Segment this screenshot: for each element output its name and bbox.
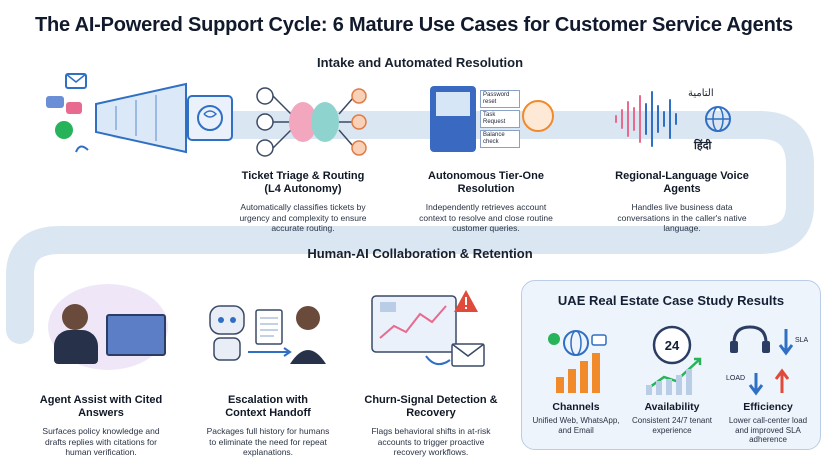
card-agent-assist: Agent Assist with Cited Answers Surfaces… [38, 394, 164, 458]
card-title: Churn-Signal Detection & Recovery [364, 394, 498, 419]
card-churn: Churn-Signal Detection & Recovery Flags … [362, 394, 500, 458]
case-col-description: Lower call-center load and improved SLA … [728, 416, 808, 444]
intake-funnel-icon [46, 73, 233, 154]
card-description: Handles live business data conversations… [617, 202, 747, 233]
case-col-title: Efficiency [743, 401, 793, 413]
monitor-icon [106, 314, 166, 356]
load-label: LOAD [726, 375, 746, 382]
availability-number: 24 [664, 338, 680, 353]
kiosk-note: Balance check [480, 130, 520, 148]
case-study-title: UAE Real Estate Case Study Results [557, 293, 785, 308]
efficiency-headset-icon [730, 325, 794, 396]
triage-brain-icon [256, 87, 367, 157]
card-description: Independently retrieves account context … [419, 202, 553, 233]
case-col-description: Consistent 24/7 tenant experience [631, 416, 713, 435]
card-title: Regional-Language Voice Agents [615, 170, 749, 195]
case-col-title: Channels [552, 401, 600, 413]
case-col-availability: Availability Consistent 24/7 tenant expe… [626, 401, 718, 435]
section-title-intake: Intake and Automated Resolution [316, 55, 524, 70]
card-description: Surfaces policy knowledge and drafts rep… [42, 426, 160, 457]
voice-waveform-icon [615, 91, 731, 147]
robot-icon [522, 100, 554, 132]
page-title: The AI-Powered Support Cycle: 6 Mature U… [35, 14, 793, 36]
card-voice-agents: Regional-Language Voice Agents Handles l… [612, 170, 752, 234]
churn-dashboard-icon [371, 290, 485, 367]
case-col-description: Unified Web, WhatsApp, and Email [532, 416, 620, 435]
case-study-panel: UAE Real Estate Case Study Results 24 SL… [521, 280, 821, 450]
card-title: Autonomous Tier-One Resolution [428, 170, 544, 195]
section-title-collaboration: Human-AI Collaboration & Retention [307, 246, 533, 261]
card-description: Flags behavioral shifts in at-risk accou… [371, 426, 491, 457]
card-escalation: Escalation with Context Handoff Packages… [206, 394, 330, 458]
card-title: Agent Assist with Cited Answers [39, 394, 163, 419]
card-description: Packages full history for humans to elim… [206, 426, 330, 457]
kiosk-illustration: Password reset Task Request Balance chec… [430, 86, 554, 156]
case-col-channels: Channels Unified Web, WhatsApp, and Emai… [530, 401, 622, 435]
card-title: Ticket Triage & Routing (L4 Autonomy) [241, 170, 365, 195]
card-description: Automatically classifies tickets by urge… [239, 202, 367, 233]
agent-assist-illustration [48, 284, 168, 370]
card-tier-one: Autonomous Tier-One Resolution Independe… [418, 170, 554, 234]
kiosk-note: Task Request [480, 110, 520, 128]
kiosk-note: Password reset [480, 90, 520, 108]
availability-clock-icon [646, 325, 702, 395]
case-col-title: Availability [644, 401, 700, 413]
hindi-label: हिंदी [694, 140, 712, 152]
agent-avatar [62, 304, 88, 330]
channels-chart-icon [548, 330, 607, 393]
arabic-label: التامية [688, 88, 714, 99]
card-title: Escalation with Context Handoff [225, 394, 311, 419]
case-col-efficiency: Efficiency Lower call-center load and im… [722, 401, 814, 445]
card-ticket-triage: Ticket Triage & Routing (L4 Autonomy) Au… [238, 170, 368, 234]
sla-label: SLA [795, 337, 809, 344]
handoff-icon [209, 305, 326, 364]
